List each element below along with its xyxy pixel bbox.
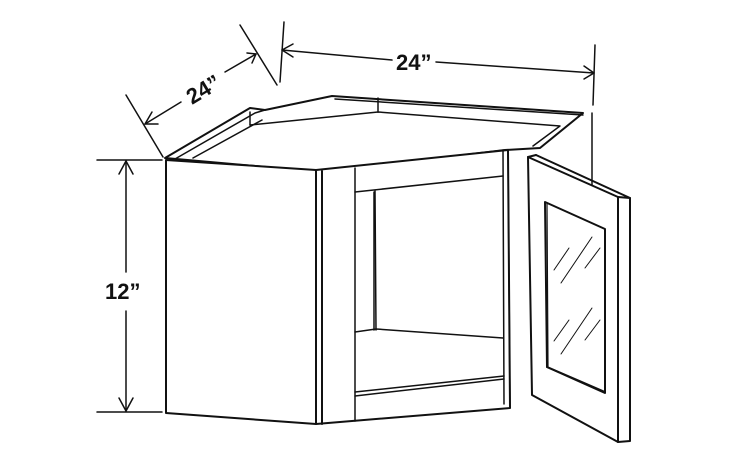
left-side-panel	[165, 159, 317, 425]
face-frame	[315, 149, 511, 425]
dimension-height: 12”	[96, 159, 163, 413]
dimension-label-left-depth: 24”	[182, 70, 225, 110]
glass-reflection-icon	[553, 236, 601, 355]
dimension-label-right-width: 24”	[396, 50, 431, 75]
dimension-label-height: 12”	[105, 279, 140, 304]
cabinet-interior	[354, 190, 504, 339]
glass-door	[527, 154, 631, 443]
dimension-right-width: 24”	[279, 21, 596, 106]
cabinet-top	[164, 95, 584, 173]
